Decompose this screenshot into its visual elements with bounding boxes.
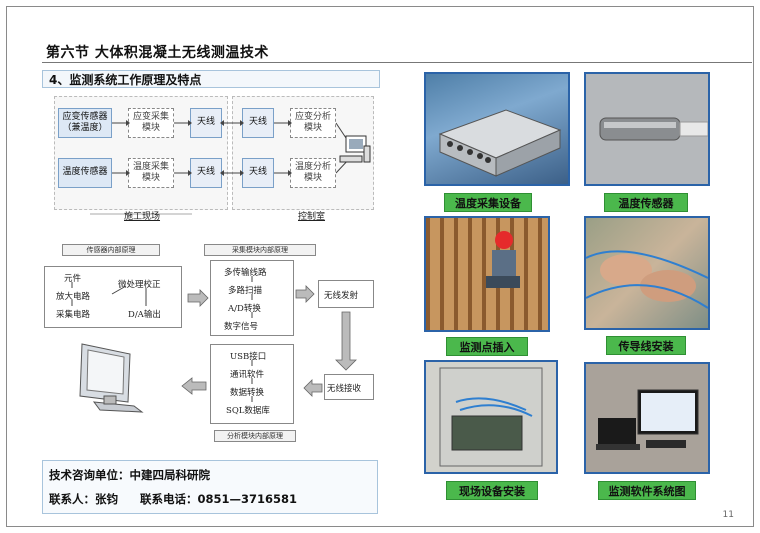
photo-temperature-sensor: [584, 72, 710, 186]
page-number: 11: [722, 510, 734, 520]
da-output-label: D/A输出: [128, 310, 161, 320]
caption-site-equipment: 现场设备安装: [446, 481, 538, 500]
caption-wire-install: 传导线安装: [606, 336, 686, 355]
analysis-principle-header: 分析模块内部原理: [214, 430, 296, 442]
contact-person: 联系人：张钧: [49, 492, 118, 506]
caption-temperature-sensor: 温度传感器: [604, 193, 688, 212]
monitor-icon: [79, 343, 144, 413]
section-heading: 4、监测系统工作原理及特点: [42, 70, 380, 88]
sensor-item-element: 元件: [64, 274, 82, 284]
micro-processor-label: 微处理校正: [118, 280, 161, 290]
analysis-item-convert: 数据转换: [230, 388, 265, 398]
photo-software-system: [584, 362, 710, 474]
sensor-principle-header: 传感器内部原理: [62, 244, 160, 256]
contact-line: 联系人：张钧 联系电话：0851—3716581: [49, 491, 315, 507]
wireless-tx-label: 无线发射: [324, 291, 359, 301]
contact-box: 技术咨询单位：中建四局科研院 联系人：张钧 联系电话：0851—3716581: [42, 460, 378, 514]
collect-item-scan: 多路扫描: [228, 286, 263, 296]
photo-wire-install: [584, 216, 710, 330]
caption-software-system: 监测软件系统图: [598, 481, 696, 500]
wireless-rx-box: [324, 374, 374, 400]
wireless-rx-label: 无线接收: [327, 384, 362, 394]
control-room-label: 控制室: [298, 212, 326, 222]
wireless-tx-box: [318, 280, 374, 308]
contact-phone: 联系电话：0851—3716581: [140, 492, 298, 506]
antenna-box-4: 天线: [242, 158, 274, 188]
analysis-item-usb: USB接口: [230, 352, 267, 362]
page-frame: [6, 6, 754, 527]
caption-measure-point-insert: 监测点插入: [446, 337, 528, 356]
temp-analysis-box: 温度分析模块: [290, 158, 336, 188]
site-zone-label: 施工现场: [124, 212, 161, 222]
sensor-principle-box: [44, 266, 182, 328]
computer-icon: [339, 135, 371, 163]
caption-temperature-collector: 温度采集设备: [444, 193, 532, 212]
analysis-item-sql: SQL数据库: [226, 406, 270, 416]
sensor-item-collect: 采集电路: [56, 310, 91, 320]
photo-measure-point-insert: [424, 216, 550, 332]
strain-sensor-box: 应变传感器（兼温度）: [58, 108, 112, 138]
analysis-item-comm: 通讯软件: [230, 370, 265, 380]
consult-unit: 技术咨询单位：中建四局科研院: [49, 468, 210, 482]
photo-temperature-collector: [424, 72, 570, 186]
sensor-item-amplifier: 放大电路: [56, 292, 91, 302]
internal-principle-diagram: 传感器内部原理 采集模块内部原理 元件 放大电路 采集电路 微处理校正 D/A输…: [42, 236, 378, 448]
principle-arrows: [71, 276, 357, 413]
collect-item-ad: A/D转换: [228, 304, 261, 314]
photo-site-equipment: [424, 360, 558, 474]
page-title: 第六节 大体积混凝土无线测温技术: [46, 45, 269, 61]
temp-module-box: 温度采集模块: [128, 158, 174, 188]
collect-item-digital: 数字信号: [224, 322, 259, 332]
temp-sensor-box: 温度传感器: [58, 158, 112, 188]
collect-item-lines: 多传输线路: [224, 268, 267, 278]
collect-principle-header: 采集模块内部原理: [204, 244, 316, 256]
system-architecture-diagram: 应变传感器（兼温度） 应变采集模块 天线 天线 应变分析模块 温度传感器 温度采…: [54, 96, 374, 224]
strain-module-box: 应变采集模块: [128, 108, 174, 138]
architecture-arrows: [90, 120, 371, 215]
title-divider: [42, 62, 752, 63]
